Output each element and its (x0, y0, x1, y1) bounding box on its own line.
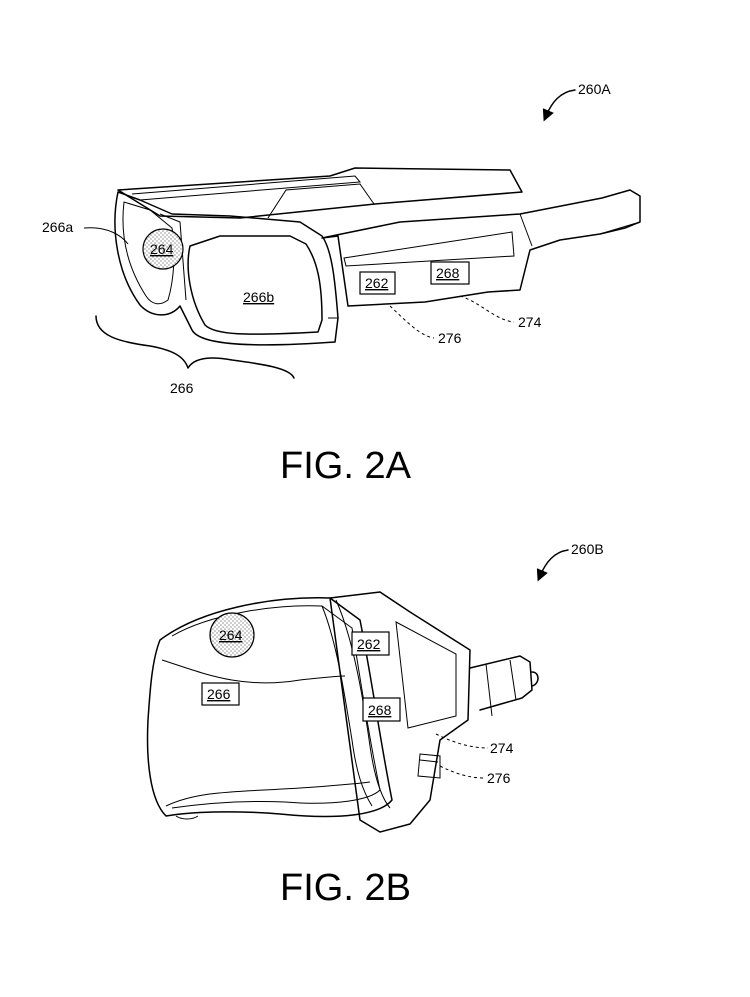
strap-buckle-right (509, 659, 517, 701)
display-bar-bridge (267, 183, 375, 219)
box-266-2b (201, 682, 240, 706)
side-port (417, 753, 441, 779)
ref-label-260b: 260B (571, 541, 604, 557)
box-268 (430, 261, 470, 285)
label-274: 274 (518, 314, 542, 330)
visor-shell (146, 597, 393, 818)
label-262: 262 (365, 275, 389, 291)
label-268: 268 (436, 265, 460, 281)
box-262-2b (351, 631, 390, 656)
label-262-2b: 262 (357, 636, 381, 652)
side-port-line (419, 759, 439, 763)
front-frame (114, 191, 339, 346)
display-bar (117, 167, 523, 219)
box-262 (359, 271, 396, 295)
visor-rim-outer (335, 599, 391, 809)
label-266-2b: 266 (207, 686, 231, 702)
visor-contour (161, 659, 346, 684)
brace-266 (95, 315, 295, 379)
label-266: 266 (170, 380, 194, 396)
side-panel (395, 621, 457, 729)
leader-266a (83, 227, 129, 245)
temple-tip-line (599, 221, 641, 235)
visor-bottom-notch (175, 815, 199, 820)
leader-274-2b (435, 733, 489, 749)
strap-buckle-left (485, 663, 493, 717)
label-276: 276 (438, 330, 462, 346)
display-bar-edge (131, 175, 362, 201)
caption-fig-2b: FIG. 2B (280, 867, 411, 909)
temple-joint-line (519, 213, 533, 247)
label-264-2b: 264 (219, 627, 243, 643)
nose-bridge (159, 213, 187, 301)
strap-clip (531, 671, 539, 687)
box-268-2b (362, 697, 401, 722)
ref-arrow-260a (542, 89, 576, 122)
ref-arrow-260b (536, 549, 569, 582)
visor-face-edge (171, 605, 381, 809)
sensor-264-circle (142, 228, 184, 270)
label-264: 264 (150, 241, 174, 257)
caption-fig-2a: FIG. 2A (280, 445, 412, 487)
lens-266b (187, 235, 323, 335)
label-266a: 266a (42, 219, 73, 235)
leader-276 (389, 305, 435, 339)
figure-2b: 260B 264 266 262 268 (146, 541, 604, 909)
strap (469, 655, 533, 711)
ref-label-260a: 260A (578, 81, 611, 97)
leader-276-2b (439, 765, 485, 779)
label-276-2b: 276 (487, 770, 511, 786)
side-housing (329, 591, 471, 833)
temple-inner-panel (343, 231, 515, 267)
visor-rim-inner (321, 605, 373, 807)
visor-bottom-band (165, 781, 371, 807)
label-268-2b: 268 (368, 702, 392, 718)
leader-274 (459, 295, 515, 323)
label-274-2b: 274 (490, 740, 514, 756)
sensor-264-circle-2b (209, 612, 255, 658)
figure-2a: 260A 264 266a 266b 262 268 274 (42, 81, 641, 487)
label-266b: 266b (243, 289, 274, 305)
